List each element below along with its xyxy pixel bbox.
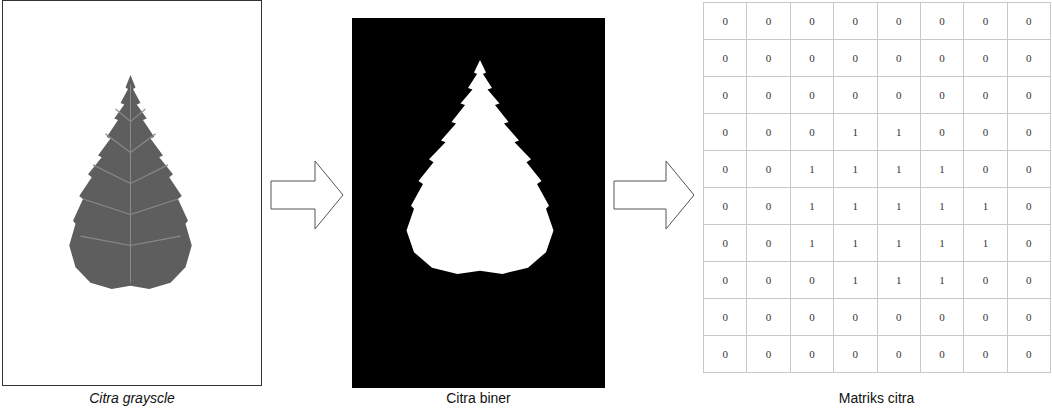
matrix-cell: 1	[877, 113, 921, 151]
matrix-cell: 0	[790, 298, 834, 336]
matrix-cell: 0	[877, 39, 921, 77]
matrix-cell: 0	[703, 298, 747, 336]
matrix-cell: 1	[920, 261, 964, 299]
matrix-cell: 0	[877, 76, 921, 114]
matrix-cell: 0	[1007, 261, 1051, 299]
matrix-cell: 0	[877, 298, 921, 336]
matrix-cell: 0	[790, 39, 834, 77]
matrix-cell: 0	[963, 113, 1007, 151]
matrix-cell: 1	[833, 224, 877, 262]
matrix-cell: 0	[746, 335, 790, 373]
grayscale-leaf	[69, 75, 192, 289]
matrix-cell: 0	[877, 335, 921, 373]
matrix-cell: 1	[833, 261, 877, 299]
block-arrow	[271, 161, 343, 229]
matrix-cell: 0	[703, 224, 747, 262]
matrix-cell: 0	[1007, 298, 1051, 336]
binary-leaf	[407, 60, 554, 274]
matrix-cell: 0	[746, 2, 790, 40]
matrix-cell: 0	[703, 113, 747, 151]
matrix-cell: 0	[746, 39, 790, 77]
matrix-cell: 0	[963, 335, 1007, 373]
matrix-cell: 1	[790, 150, 834, 188]
matrix-cell: 0	[703, 76, 747, 114]
matrix-cell: 0	[1007, 335, 1051, 373]
panel-caption: Matriks citra	[839, 390, 914, 406]
matrix-cell: 1	[877, 224, 921, 262]
panel-caption: Citra biner	[446, 390, 511, 406]
matrix-cell: 0	[963, 76, 1007, 114]
matrix-cell: 0	[790, 335, 834, 373]
matrix-cell: 1	[963, 224, 1007, 262]
matrix-cell: 0	[746, 261, 790, 299]
matrix-cell: 0	[963, 261, 1007, 299]
binary-panel	[352, 18, 605, 388]
matrix-cell: 0	[963, 150, 1007, 188]
image-panel: Citra biner	[352, 18, 605, 388]
matrix-cell: 0	[920, 39, 964, 77]
matrix-cell: 0	[1007, 76, 1051, 114]
matrix-cell: 0	[703, 2, 747, 40]
matrix-cell: 0	[833, 39, 877, 77]
block-arrow	[614, 161, 694, 229]
matrix-cell: 0	[833, 335, 877, 373]
matrix-cell: 0	[703, 335, 747, 373]
matrix-cell: 0	[833, 2, 877, 40]
panel-frame	[352, 18, 605, 388]
matrix-cell: 0	[703, 261, 747, 299]
matrix-cell: 0	[1007, 187, 1051, 225]
matrix-cell: 1	[877, 150, 921, 188]
matrix-cell: 1	[920, 224, 964, 262]
matrix-cell: 1	[920, 150, 964, 188]
matrix-cell: 0	[920, 76, 964, 114]
matrix-cell: 1	[963, 187, 1007, 225]
matrix-cell: 0	[746, 113, 790, 151]
image-panel: 0000000000000000000000000001100000111100…	[703, 2, 1050, 372]
panel-frame: 0000000000000000000000000001100000111100…	[703, 2, 1050, 372]
matrix-cell: 0	[790, 113, 834, 151]
matrix-cell: 0	[746, 187, 790, 225]
matrix-cell: 1	[790, 224, 834, 262]
matrix-cell: 0	[877, 2, 921, 40]
matrix-cell: 0	[920, 2, 964, 40]
grayscale-panel	[3, 1, 262, 386]
matrix-cell: 1	[877, 261, 921, 299]
matrix-cell: 1	[833, 187, 877, 225]
matrix-cell: 0	[746, 298, 790, 336]
matrix-cell: 0	[703, 39, 747, 77]
matrix-cell: 0	[790, 76, 834, 114]
panel-frame	[2, 0, 262, 386]
matrix-cell: 0	[1007, 113, 1051, 151]
matrix-cell: 0	[790, 261, 834, 299]
matrix-cell: 0	[746, 76, 790, 114]
matrix-cell: 0	[920, 335, 964, 373]
matrix-cell: 0	[703, 187, 747, 225]
matrix-cell: 1	[877, 187, 921, 225]
matrix-cell: 0	[833, 76, 877, 114]
matrix-cell: 0	[703, 150, 747, 188]
matrix-cell: 1	[790, 187, 834, 225]
matrix-cell: 0	[963, 39, 1007, 77]
matrix-cell: 1	[920, 187, 964, 225]
matrix-cell: 1	[833, 150, 877, 188]
matrix-cell: 0	[1007, 39, 1051, 77]
matrix-cell: 0	[790, 2, 834, 40]
matrix-cell: 0	[746, 150, 790, 188]
matrix-cell: 0	[1007, 150, 1051, 188]
matrix-cell: 1	[833, 113, 877, 151]
matrix-cell: 0	[833, 298, 877, 336]
matrix-cell: 0	[746, 224, 790, 262]
image-panel: Citra grayscle	[2, 0, 262, 386]
matrix-cell: 0	[1007, 224, 1051, 262]
matrix-cell: 0	[963, 298, 1007, 336]
panel-caption: Citra grayscle	[89, 390, 175, 406]
matrix-cell: 0	[920, 113, 964, 151]
matrix-cell: 0	[920, 298, 964, 336]
matrix-cell: 0	[1007, 2, 1051, 40]
matrix-cell: 0	[963, 2, 1007, 40]
